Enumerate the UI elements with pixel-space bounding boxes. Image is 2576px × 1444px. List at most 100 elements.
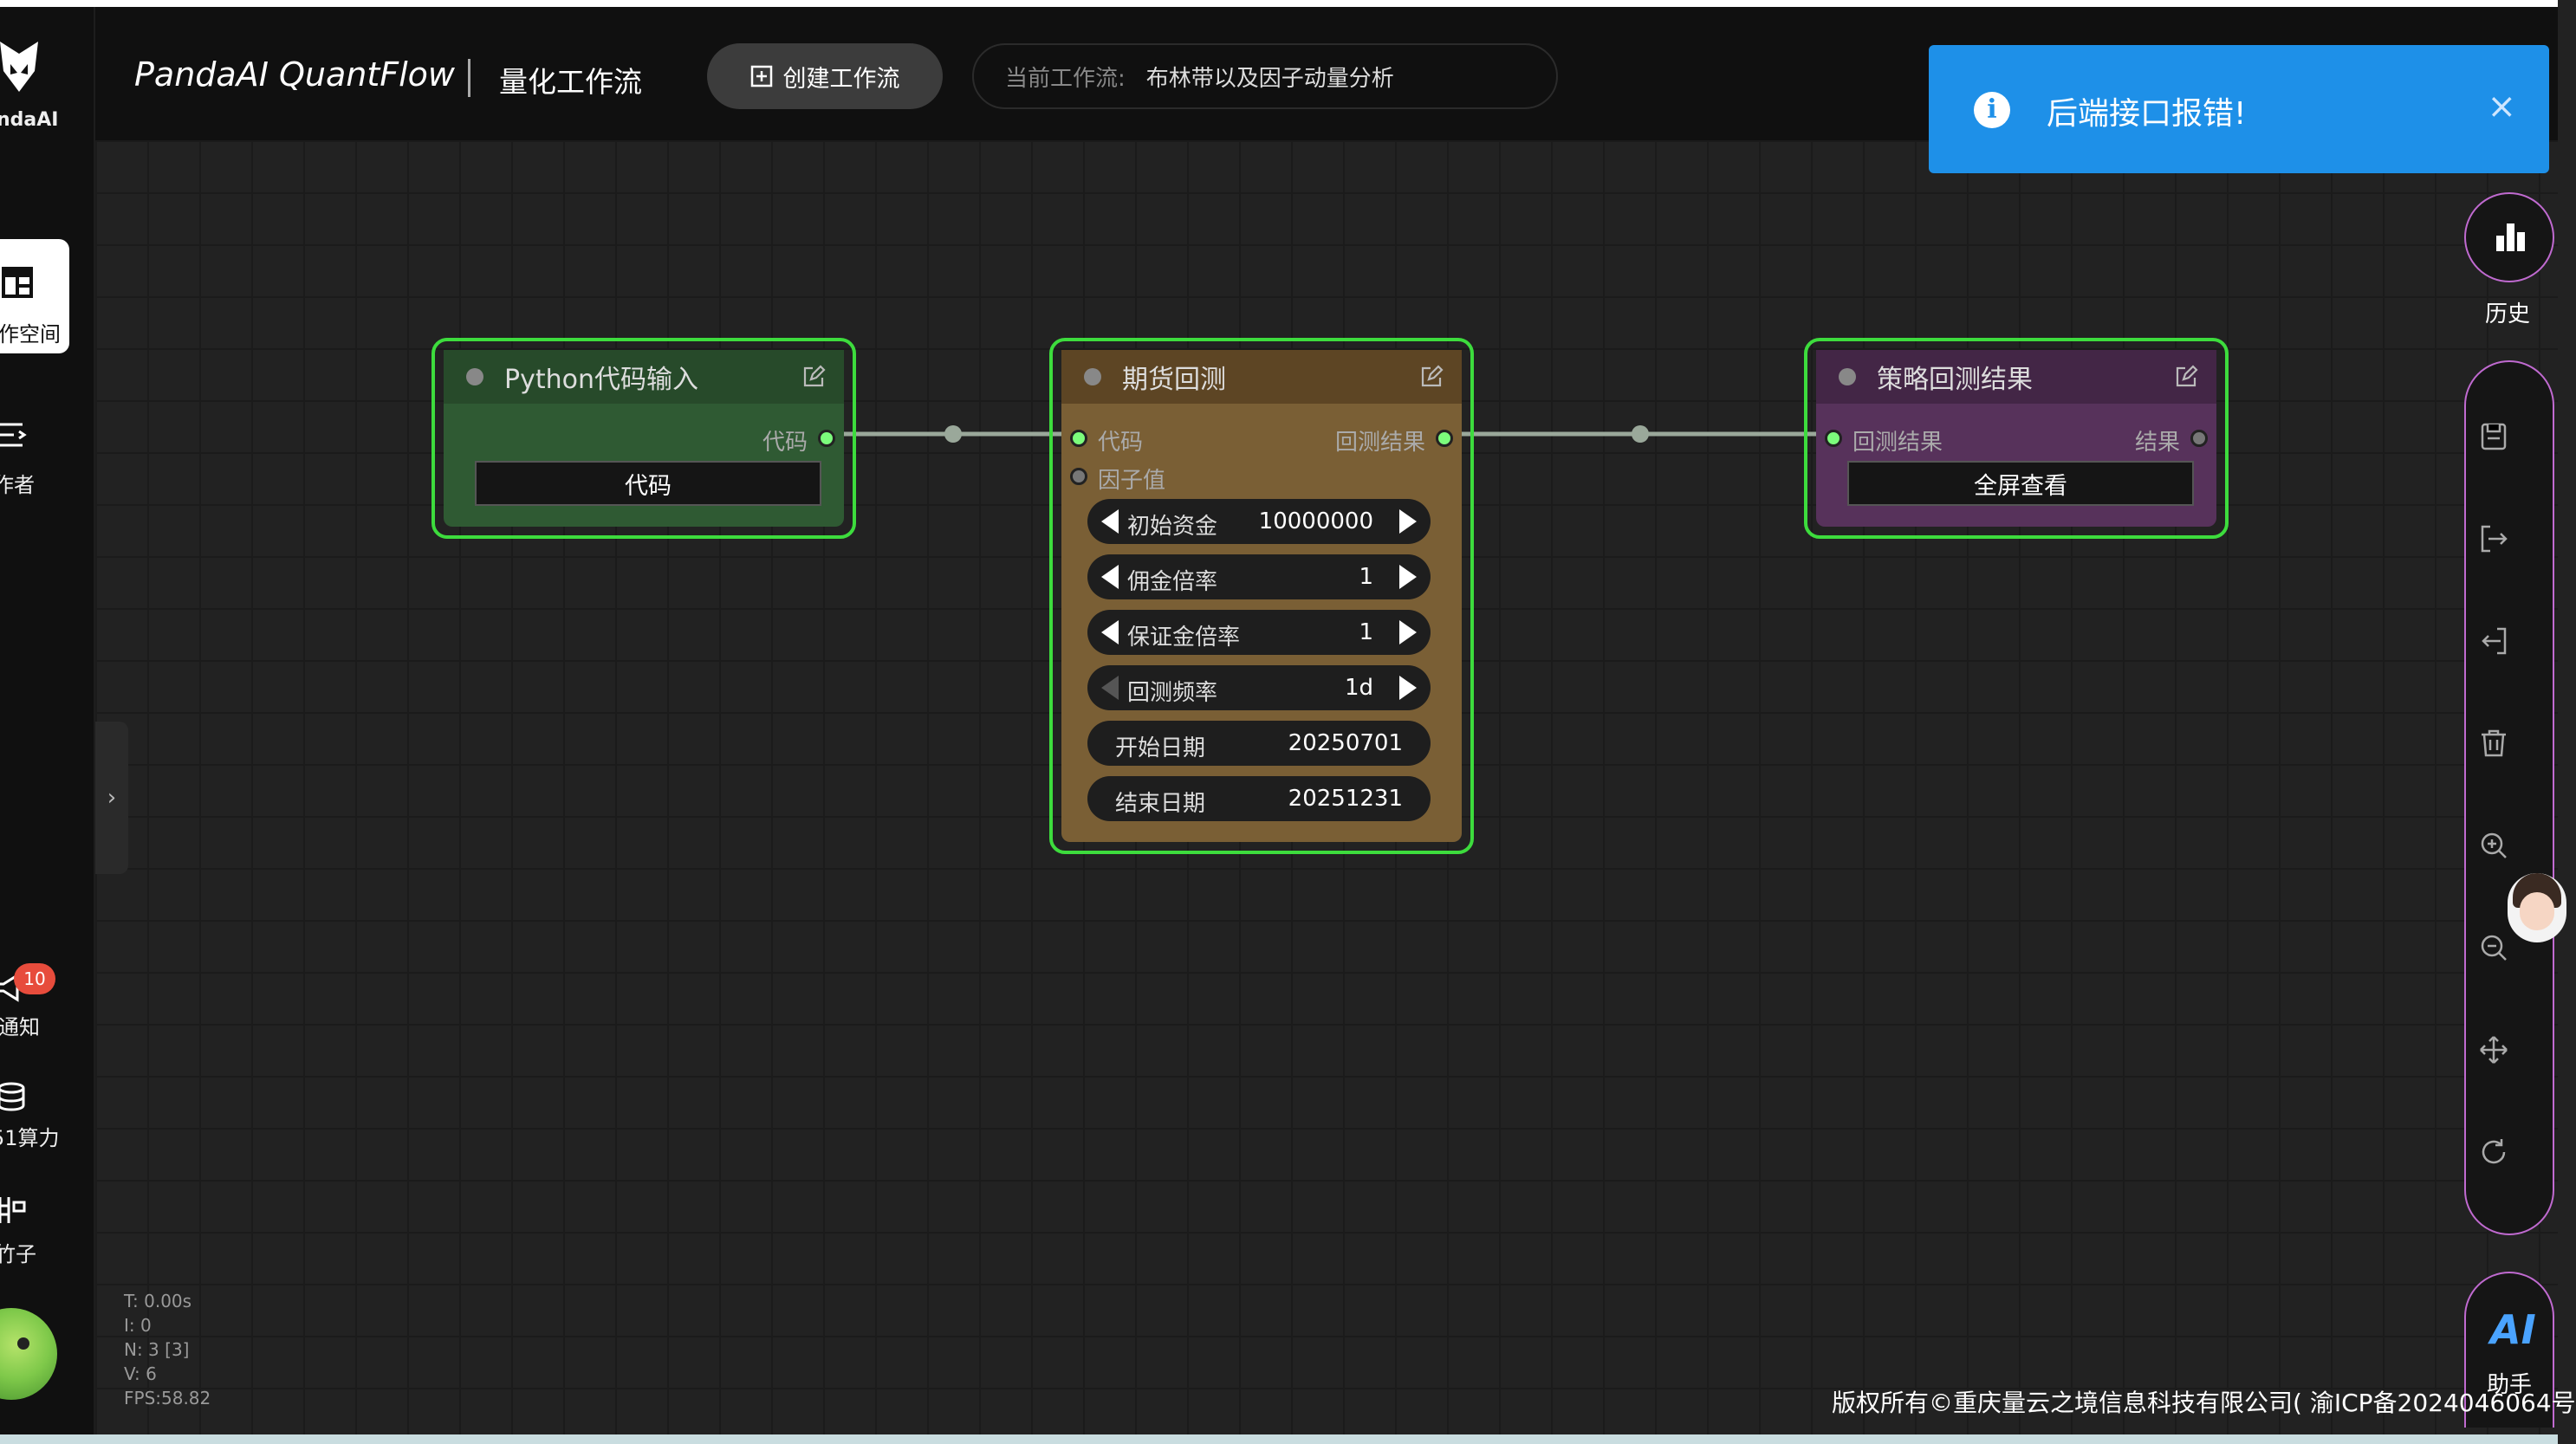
list-icon bbox=[0, 423, 27, 447]
current-workflow-field[interactable]: 当前工作流: 布林带以及因子动量分析 bbox=[972, 43, 1558, 109]
chevron-right-icon: › bbox=[107, 785, 117, 811]
refresh-icon[interactable] bbox=[2478, 1136, 2509, 1168]
node-futures-title: 期货回测 bbox=[1122, 365, 1226, 395]
avatar[interactable] bbox=[0, 1308, 57, 1400]
edit-icon[interactable] bbox=[2175, 365, 2198, 388]
sidebar-item-label: 通知 bbox=[0, 1015, 40, 1039]
ai-assistant-label: 助手 bbox=[2487, 1372, 2533, 1398]
current-workflow-label: 当前工作流: bbox=[1005, 65, 1126, 92]
ai-assistant-button[interactable]: AI 助手 bbox=[2464, 1272, 2554, 1428]
stat-i: I: 0 bbox=[124, 1315, 152, 1336]
save-icon[interactable] bbox=[2478, 421, 2509, 452]
app-title: PandaAI QuantFlow bbox=[134, 55, 455, 94]
widget-label: 佣金倍率 bbox=[1127, 569, 1218, 595]
ai-logo-text: AI bbox=[2490, 1306, 2536, 1353]
increment-arrow-icon[interactable] bbox=[1399, 620, 1417, 644]
sidebar-item-authors[interactable]: 作者 bbox=[0, 412, 90, 497]
copyright-text: 版权所有©重庆量云之境信息科技有限公司( 渝ICP备2024046064号 bbox=[1832, 1389, 2576, 1417]
trash-icon[interactable] bbox=[2478, 728, 2509, 759]
widget-value: 1 bbox=[1359, 564, 1373, 590]
history-label: 历史 bbox=[2485, 301, 2531, 327]
import-icon[interactable] bbox=[2478, 625, 2509, 657]
link-result-midpoint bbox=[1632, 425, 1649, 443]
port-result-out[interactable] bbox=[1436, 430, 1453, 447]
decrement-arrow-icon[interactable] bbox=[1101, 620, 1119, 644]
port-code-out[interactable] bbox=[818, 430, 835, 447]
decrement-arrow-icon[interactable] bbox=[1101, 676, 1119, 700]
widget-value: 1 bbox=[1359, 619, 1373, 645]
decrement-arrow-icon[interactable] bbox=[1101, 509, 1119, 534]
move-icon[interactable] bbox=[2478, 1034, 2509, 1065]
browser-top-strip bbox=[0, 0, 2558, 7]
logo-text: ndaAI bbox=[0, 109, 59, 131]
widget-commission-multiplier[interactable]: 佣金倍率 1 bbox=[1087, 554, 1431, 599]
port-label-result-in: 回测结果 bbox=[1853, 430, 1943, 456]
node-python-input[interactable]: Python代码输入 代码 代码 bbox=[431, 338, 856, 539]
widget-end-date[interactable]: 结束日期 20251231 bbox=[1087, 776, 1431, 821]
node-python-header[interactable]: Python代码输入 bbox=[444, 350, 844, 404]
port-factor-in[interactable] bbox=[1070, 468, 1087, 485]
error-toast: i 后端接口报错! × bbox=[1929, 45, 2549, 173]
canvas-stats: T: 0.00s I: 0 N: 3 [3] V: 6 FPS:58.82 bbox=[124, 1289, 211, 1410]
history-button[interactable] bbox=[2464, 192, 2554, 282]
info-icon: i bbox=[1974, 92, 2010, 128]
export-icon[interactable] bbox=[2478, 523, 2509, 554]
node-result-header[interactable]: 策略回测结果 bbox=[1816, 350, 2216, 404]
sidebar-item-label: 作空间 bbox=[0, 322, 61, 346]
widget-initial-capital[interactable]: 初始资金 10000000 bbox=[1087, 499, 1431, 544]
bottom-strip bbox=[0, 1434, 2558, 1444]
widget-label: 初始资金 bbox=[1127, 514, 1218, 540]
sidebar-expand-tab[interactable]: › bbox=[95, 722, 128, 874]
decrement-arrow-icon[interactable] bbox=[1101, 565, 1119, 589]
increment-arrow-icon[interactable] bbox=[1399, 509, 1417, 534]
widget-value: 20250701 bbox=[1288, 730, 1403, 756]
close-icon[interactable]: × bbox=[2487, 87, 2516, 126]
code-button[interactable]: 代码 bbox=[475, 461, 821, 506]
node-python-title: Python代码输入 bbox=[504, 365, 698, 395]
bamboo-icon bbox=[0, 1197, 26, 1223]
edit-icon[interactable] bbox=[1420, 365, 1444, 388]
node-futures-backtest[interactable]: 期货回测 代码 回测结果 因子值 初始资金 10000000 佣金倍率 1 保证… bbox=[1049, 338, 1474, 854]
tool-strip bbox=[2464, 360, 2554, 1235]
port-label-factor-in: 因子值 bbox=[1098, 468, 1166, 494]
widget-start-date[interactable]: 开始日期 20250701 bbox=[1087, 721, 1431, 766]
sidebar-item-label: 51算力 bbox=[0, 1126, 60, 1150]
increment-arrow-icon[interactable] bbox=[1399, 676, 1417, 700]
port-final-out[interactable] bbox=[2190, 430, 2208, 447]
stat-nodes: N: 3 [3] bbox=[124, 1339, 190, 1360]
sidebar-item-bamboo[interactable]: 竹子 bbox=[0, 1188, 90, 1272]
megaphone-icon bbox=[0, 973, 19, 1002]
widget-backtest-frequency[interactable]: 回测频率 1d bbox=[1087, 665, 1431, 710]
zoom-out-icon[interactable] bbox=[2478, 932, 2509, 963]
fullscreen-button[interactable]: 全屏查看 bbox=[1847, 461, 2194, 506]
sidebar-item-compute[interactable]: 51算力 bbox=[0, 1076, 90, 1159]
sidebar-item-notifications[interactable]: 10 通知 bbox=[0, 963, 90, 1046]
widget-label: 结束日期 bbox=[1115, 791, 1206, 817]
edit-icon[interactable] bbox=[802, 365, 826, 388]
bar-chart-icon bbox=[2496, 223, 2525, 251]
port-label-final-out: 结果 bbox=[2134, 430, 2180, 456]
node-status-dot bbox=[1084, 368, 1101, 385]
app-subtitle: 量化工作流 bbox=[499, 65, 642, 99]
port-result-in[interactable] bbox=[1825, 430, 1842, 447]
widget-value: 1d bbox=[1344, 675, 1373, 701]
port-code-in[interactable] bbox=[1070, 430, 1087, 447]
port-label-code-out: 代码 bbox=[762, 430, 808, 456]
widget-margin-multiplier[interactable]: 保证金倍率 1 bbox=[1087, 610, 1431, 655]
node-status-dot bbox=[466, 368, 483, 385]
node-status-dot bbox=[1839, 368, 1856, 385]
current-workflow-name: 布林带以及因子动量分析 bbox=[1145, 65, 1394, 92]
assistant-avatar[interactable] bbox=[2508, 873, 2566, 942]
node-futures-header[interactable]: 期货回测 bbox=[1061, 350, 1462, 404]
node-strategy-result[interactable]: 策略回测结果 回测结果 结果 全屏查看 bbox=[1804, 338, 2229, 539]
left-sidebar: ndaAI 作空间 作者 10 通知 51算力 竹子 bbox=[0, 7, 95, 1434]
widget-value: 10000000 bbox=[1258, 508, 1373, 534]
sidebar-item-workspace[interactable]: 作空间 bbox=[0, 239, 69, 353]
zoom-in-icon[interactable] bbox=[2478, 830, 2509, 861]
widget-value: 20251231 bbox=[1288, 786, 1403, 812]
database-icon bbox=[0, 1082, 25, 1111]
create-workflow-button[interactable]: 创建工作流 bbox=[707, 43, 943, 109]
increment-arrow-icon[interactable] bbox=[1399, 565, 1417, 589]
port-label-code-in: 代码 bbox=[1098, 430, 1144, 456]
